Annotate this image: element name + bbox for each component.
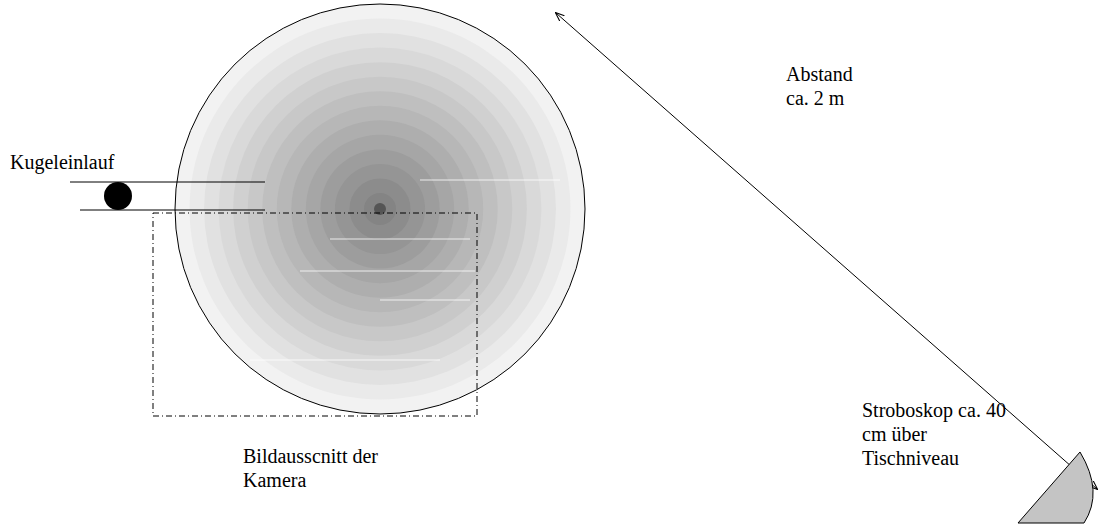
- disc-ring: [248, 77, 513, 342]
- camera-frame: [153, 213, 477, 416]
- distance-arrow: [556, 13, 1097, 489]
- reflection-streak: [250, 360, 440, 361]
- reflection-streak: [380, 300, 470, 301]
- camera-frame-label: Bildausscnitt der Kamera: [243, 444, 383, 492]
- disc-ring: [190, 19, 571, 400]
- disc-ring: [233, 62, 527, 356]
- ball-inlet-label: Kugeleinlauf: [10, 150, 170, 174]
- turntable-disc: [175, 4, 585, 414]
- stroboscope-lamp: [1018, 452, 1093, 523]
- disc-ring: [262, 91, 498, 327]
- disc-ring: [306, 135, 454, 283]
- reflection-streak: [420, 180, 560, 181]
- disc-ring: [175, 4, 585, 414]
- distance-label: Abstand ca. 2 m: [786, 62, 876, 110]
- ball-guide-rail: [70, 182, 265, 183]
- disc-ring: [335, 164, 425, 254]
- ball-guide-rail: [80, 210, 265, 211]
- reflection-streak: [300, 271, 475, 272]
- disc-ring: [349, 178, 410, 239]
- disc-ring: [219, 48, 542, 371]
- disc-ring: [277, 106, 483, 312]
- disc-ring: [364, 193, 396, 225]
- disc-ring: [204, 33, 556, 385]
- stroboscope-label: Stroboskop ca. 40 cm über Tischniveau: [862, 398, 1012, 470]
- ball: [104, 182, 132, 210]
- disc-ring: [320, 149, 439, 268]
- reflection-streak: [330, 239, 470, 240]
- disc-rim: [175, 4, 585, 414]
